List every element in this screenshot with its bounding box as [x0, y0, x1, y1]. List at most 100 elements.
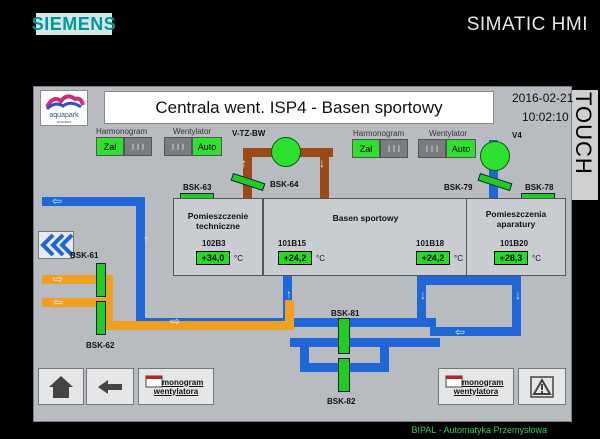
- damper-label-bsk62: BSK-62: [86, 341, 115, 350]
- logo-text: aquapark: [49, 112, 79, 119]
- fan-label-v4: V4: [512, 131, 522, 140]
- wentylator-manual-button-right[interactable]: I I I: [418, 139, 446, 158]
- exhaust-duct-up: [285, 300, 294, 330]
- arrow-left-icon: [98, 379, 122, 394]
- damper-label-bsk79: BSK-79: [444, 183, 473, 192]
- arrow-up-icon: ↑: [143, 232, 149, 246]
- sensor-id: 102B3: [202, 239, 226, 248]
- room-technical-name: Pomieszczenie techniczne: [187, 211, 249, 231]
- schedule-label-1: Harmonogram: [148, 377, 204, 387]
- duct-right-brown: [320, 148, 329, 198]
- temperature-value: +28,3: [494, 251, 528, 265]
- calendar-icon: [445, 375, 463, 388]
- back-button[interactable]: [86, 368, 134, 405]
- sensor-id: 101B20: [500, 239, 529, 248]
- touch-text: TOUCH: [571, 92, 596, 175]
- home-icon: [49, 375, 73, 398]
- arrow-left-icon: ⇦: [53, 295, 64, 309]
- room-equipment-name: Pomieszczenia aparatury: [485, 209, 547, 229]
- temperature-unit: °C: [234, 254, 243, 263]
- harmonogram-on-button-right[interactable]: Zał: [352, 139, 380, 158]
- harmonogram-label-left: Harmonogram: [96, 127, 148, 136]
- chevron-left-icon: [40, 233, 74, 257]
- arrow-left-icon: ⇦: [455, 325, 466, 339]
- wentylator-manual-button-left[interactable]: I I I: [164, 137, 192, 156]
- damper-label-bsk78: BSK-78: [525, 183, 554, 192]
- damper-label-bsk64: BSK-64: [270, 180, 299, 189]
- room-pool-name: Basen sportowy: [332, 213, 399, 223]
- supply-duct-right-1: [417, 276, 426, 326]
- damper-bsk62[interactable]: [96, 301, 106, 335]
- arrow-down-icon: ↓: [420, 288, 426, 302]
- temperature-unit: °C: [316, 254, 325, 263]
- home-button[interactable]: [38, 368, 84, 405]
- arrow-down-icon: ↓: [319, 156, 325, 170]
- supply-duct-right-2: [512, 276, 521, 336]
- supply-duct-right-top: [417, 276, 521, 285]
- room-equipment: Pomieszczenia aparatury 101B20 +28,3 °C: [466, 198, 566, 276]
- schedule-button-right[interactable]: Harmonogram wentylatora: [438, 368, 514, 405]
- arrow-right-icon: ⇨: [170, 314, 181, 328]
- damper-bsk61[interactable]: [96, 263, 106, 297]
- duct-left-brown: [243, 148, 252, 198]
- time-display: 10:02:10: [522, 110, 569, 124]
- wentylator-label-left: Wentylator: [173, 127, 212, 136]
- footer-credit: BIPAL - Automatyka Przemysłowa: [411, 425, 547, 435]
- logo-subtext: wrocław: [57, 119, 72, 124]
- warning-icon: [530, 375, 554, 398]
- damper-bsk81[interactable]: [338, 318, 350, 354]
- arrow-up-icon: ↑: [286, 287, 292, 301]
- damper-label-bsk63: BSK-63: [183, 183, 212, 192]
- calendar-icon: [145, 375, 163, 388]
- supply-duct-top: [42, 197, 142, 206]
- aquapark-logo-icon: aquapark wrocław: [45, 94, 85, 124]
- bypass-duct: [290, 338, 440, 347]
- exhaust-duct-lower: [42, 298, 112, 307]
- fan-vtzbw-icon[interactable]: [271, 137, 301, 167]
- touch-label: TOUCH: [571, 90, 598, 200]
- recirculation-icon[interactable]: [38, 231, 74, 259]
- alarm-button[interactable]: [518, 368, 566, 405]
- exhaust-duct-bottom: [104, 321, 294, 330]
- temperature-value-2: +24,2: [416, 251, 450, 265]
- damper-label-bsk61: BSK-61: [70, 251, 99, 260]
- room-pool: Basen sportowy 101B15 +24,2 °C 101B18 +2…: [263, 198, 468, 276]
- temperature-value: +34,0: [196, 251, 230, 265]
- temperature-unit-2: °C: [454, 254, 463, 263]
- harmonogram-off-button-left[interactable]: I I I: [124, 137, 152, 156]
- sensor-id: 101B15: [278, 239, 307, 248]
- schedule-label-3: Harmonogram: [448, 377, 504, 387]
- schedule-label-2: wentylatora: [153, 386, 199, 396]
- damper-label-bsk81: BSK-81: [331, 309, 360, 318]
- schedule-button-left[interactable]: Harmonogram wentylatora: [138, 368, 214, 405]
- wentylator-label-right: Wentylator: [429, 129, 468, 138]
- room-technical: Pomieszczenie techniczne 102B3 +34,0 °C: [173, 198, 263, 276]
- arrow-down-icon: ↓: [515, 288, 521, 302]
- schedule-label-4: wentylatora: [453, 386, 499, 396]
- date-display: 2016-02-21: [512, 91, 574, 105]
- aquapark-logo: aquapark wrocław: [40, 90, 88, 126]
- wentylator-auto-button-left[interactable]: Auto: [192, 137, 222, 156]
- harmonogram-label-right: Harmonogram: [353, 129, 405, 138]
- temperature-unit: °C: [532, 254, 541, 263]
- harmonogram-off-button-right[interactable]: I I I: [380, 139, 408, 158]
- fan-v4-icon[interactable]: [480, 141, 510, 171]
- fan-label-vtzbw: V-TZ-BW: [232, 129, 266, 138]
- wentylator-auto-button-right[interactable]: Auto: [446, 139, 476, 158]
- page-title: Centrala went. ISP4 - Basen sportowy: [104, 91, 494, 124]
- product-name: SIMATIC HMI: [466, 14, 588, 35]
- arrow-up-icon: ↑: [241, 156, 247, 170]
- supply-duct-vertical-left: [136, 197, 145, 327]
- damper-label-bsk82: BSK-82: [327, 397, 356, 406]
- sensor-id-2: 101B18: [416, 239, 445, 248]
- bypass-duct-right: [380, 338, 389, 368]
- exhaust-duct-top: [42, 275, 112, 284]
- siemens-logo: SIEMENS: [31, 13, 117, 35]
- harmonogram-on-button-left[interactable]: Zał: [96, 137, 124, 156]
- arrow-right-icon: ⇨: [53, 272, 64, 286]
- arrow-left-icon: ⇦: [52, 194, 63, 208]
- damper-bsk82[interactable]: [338, 358, 350, 392]
- temperature-value: +24,2: [278, 251, 312, 265]
- bypass-duct-left: [300, 338, 309, 368]
- supply-duct-right-bottom: [430, 327, 521, 336]
